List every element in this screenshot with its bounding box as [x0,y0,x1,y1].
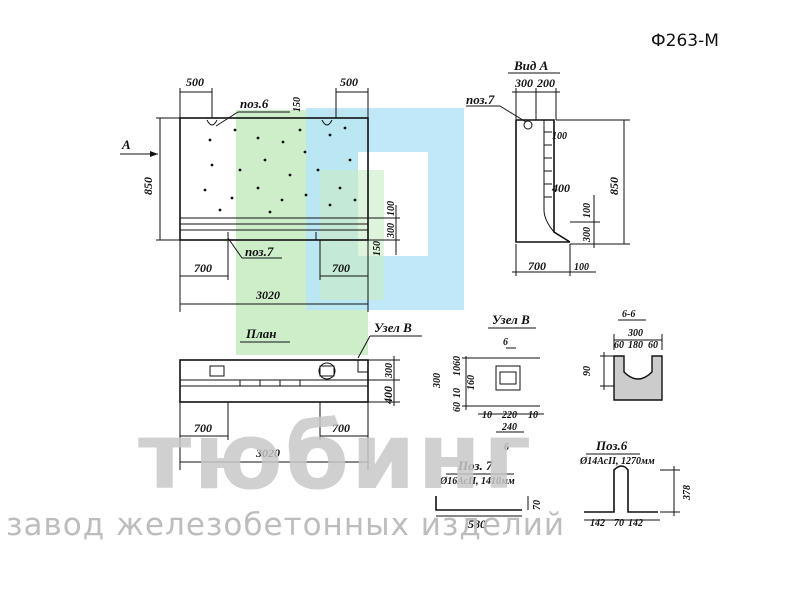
side-dim-100-mid: 100 [582,203,593,218]
front-view-body [179,117,369,241]
front-dim-total: 3020 [255,288,280,302]
side-dim-100-top: 100 [552,131,567,142]
plan-body [179,359,369,403]
side-view-title: Вид А [513,58,549,73]
section-dim-60a: 60 [614,340,624,351]
front-dim-150-bottom: 150 [372,241,383,256]
pos7-dim-70: 70 [532,500,543,510]
plan-dim-400: 400 [381,386,395,405]
pos6-title: Поз.6 [595,438,628,453]
plan-node-label: Узел В [374,320,412,335]
node-b-plate [495,365,521,391]
side-view-a: Вид А 300 200 поз.7 100 400 100 300 8 [466,58,630,276]
side-view-steps [544,131,552,198]
section-dim-300: 300 [627,328,643,339]
front-dim-bottom-left: 700 [194,261,212,275]
side-dim-height: 850 [607,177,621,195]
front-dim-100: 100 [386,201,397,216]
node-b-dim-6-bottom: 6 [504,442,509,453]
node-b-dim-220: 220 [501,410,517,421]
section-6-6: 6-6 300 60 180 60 90 [582,309,663,401]
node-b-dim-6-top: 6 [503,337,508,348]
pos7-spec: Ø16АсII, 1410мм [439,476,515,487]
side-dim-200: 200 [536,76,555,90]
plan-dim-right: 700 [332,421,350,435]
side-label-pos7: поз.7 [466,92,495,107]
pos7-dim-580: 580 [468,517,486,531]
plan-dim-total: 3020 [255,446,280,460]
side-dim-100-bottom: 100 [574,262,589,273]
front-view: 500 500 поз.6 150 A 850 100 300 150 поз.… [120,75,400,312]
pos6-dim-70: 70 [614,518,624,529]
pos7-title: Поз. 7 [457,458,493,473]
node-b-dim-300: 300 [432,373,443,389]
pos6-dim-142b: 142 [628,518,643,529]
front-dim-300: 300 [386,223,397,239]
node-b-dim-10a: 10 [452,366,463,376]
node-b-dim-240: 240 [501,422,517,433]
plan-view: План Узел В 300 400 700 700 3020 [179,320,422,470]
side-dim-400: 400 [551,181,570,195]
side-dim-300: 300 [514,76,533,90]
pos6-dim-142a: 142 [590,518,605,529]
pos6-dim-378: 378 [682,485,693,501]
watermark-green-inner [320,170,384,300]
node-b-dim-160: 160 [466,375,477,390]
watermark-tagline: завод железобетонных изделий [6,507,565,543]
watermark-logo-blocks [236,108,464,355]
section-profile [613,355,663,401]
plan-dim-300: 300 [384,363,395,379]
section-dim-60b: 60 [648,340,658,351]
node-b-dim-60a: 60 [452,356,463,366]
front-dim-150-top: 150 [292,97,303,112]
pos6-spec: Ø14АсII, 1270мм [579,456,655,467]
front-dim-height: 850 [141,177,155,195]
pos6-detail: Поз.6 Ø14АсII, 1270мм 378 142 70 142 [579,438,693,529]
front-dim-top-right: 500 [340,75,358,89]
pos6-bar [584,465,658,513]
side-dim-300-right: 300 [582,227,593,243]
node-b-detail: Узел В 6 300 60 10 160 10 60 10 220 10 2… [432,312,544,453]
pos7-bar [435,496,522,511]
front-view-rebar-dots [203,126,357,214]
node-b-dim-60b: 60 [452,402,463,412]
node-b-dim-bottom-10b: 10 [528,410,538,421]
watermark-brand: тюбинг [138,403,533,510]
front-dim-bottom-right: 700 [332,261,350,275]
section-title: 6-6 [622,309,635,320]
side-dim-bottom: 700 [528,259,546,273]
plan-dim-left: 700 [194,421,212,435]
node-b-dim-bottom-10a: 10 [482,410,492,421]
pos7-detail: Поз. 7 Ø16АсII, 1410мм 70 580 [435,458,543,531]
front-dim-top-left: 500 [186,75,204,89]
node-b-title: Узел В [492,312,530,327]
plan-title: План [245,326,277,341]
section-dim-180: 180 [628,340,643,351]
node-b-dim-10b: 10 [452,388,463,398]
drawing-code: Ф263-М [651,31,719,51]
front-label-pos7: поз.7 [245,244,274,259]
front-label-pos6: поз.6 [240,96,269,111]
front-arrow-label: A [121,137,131,152]
section-dim-90: 90 [582,366,593,376]
